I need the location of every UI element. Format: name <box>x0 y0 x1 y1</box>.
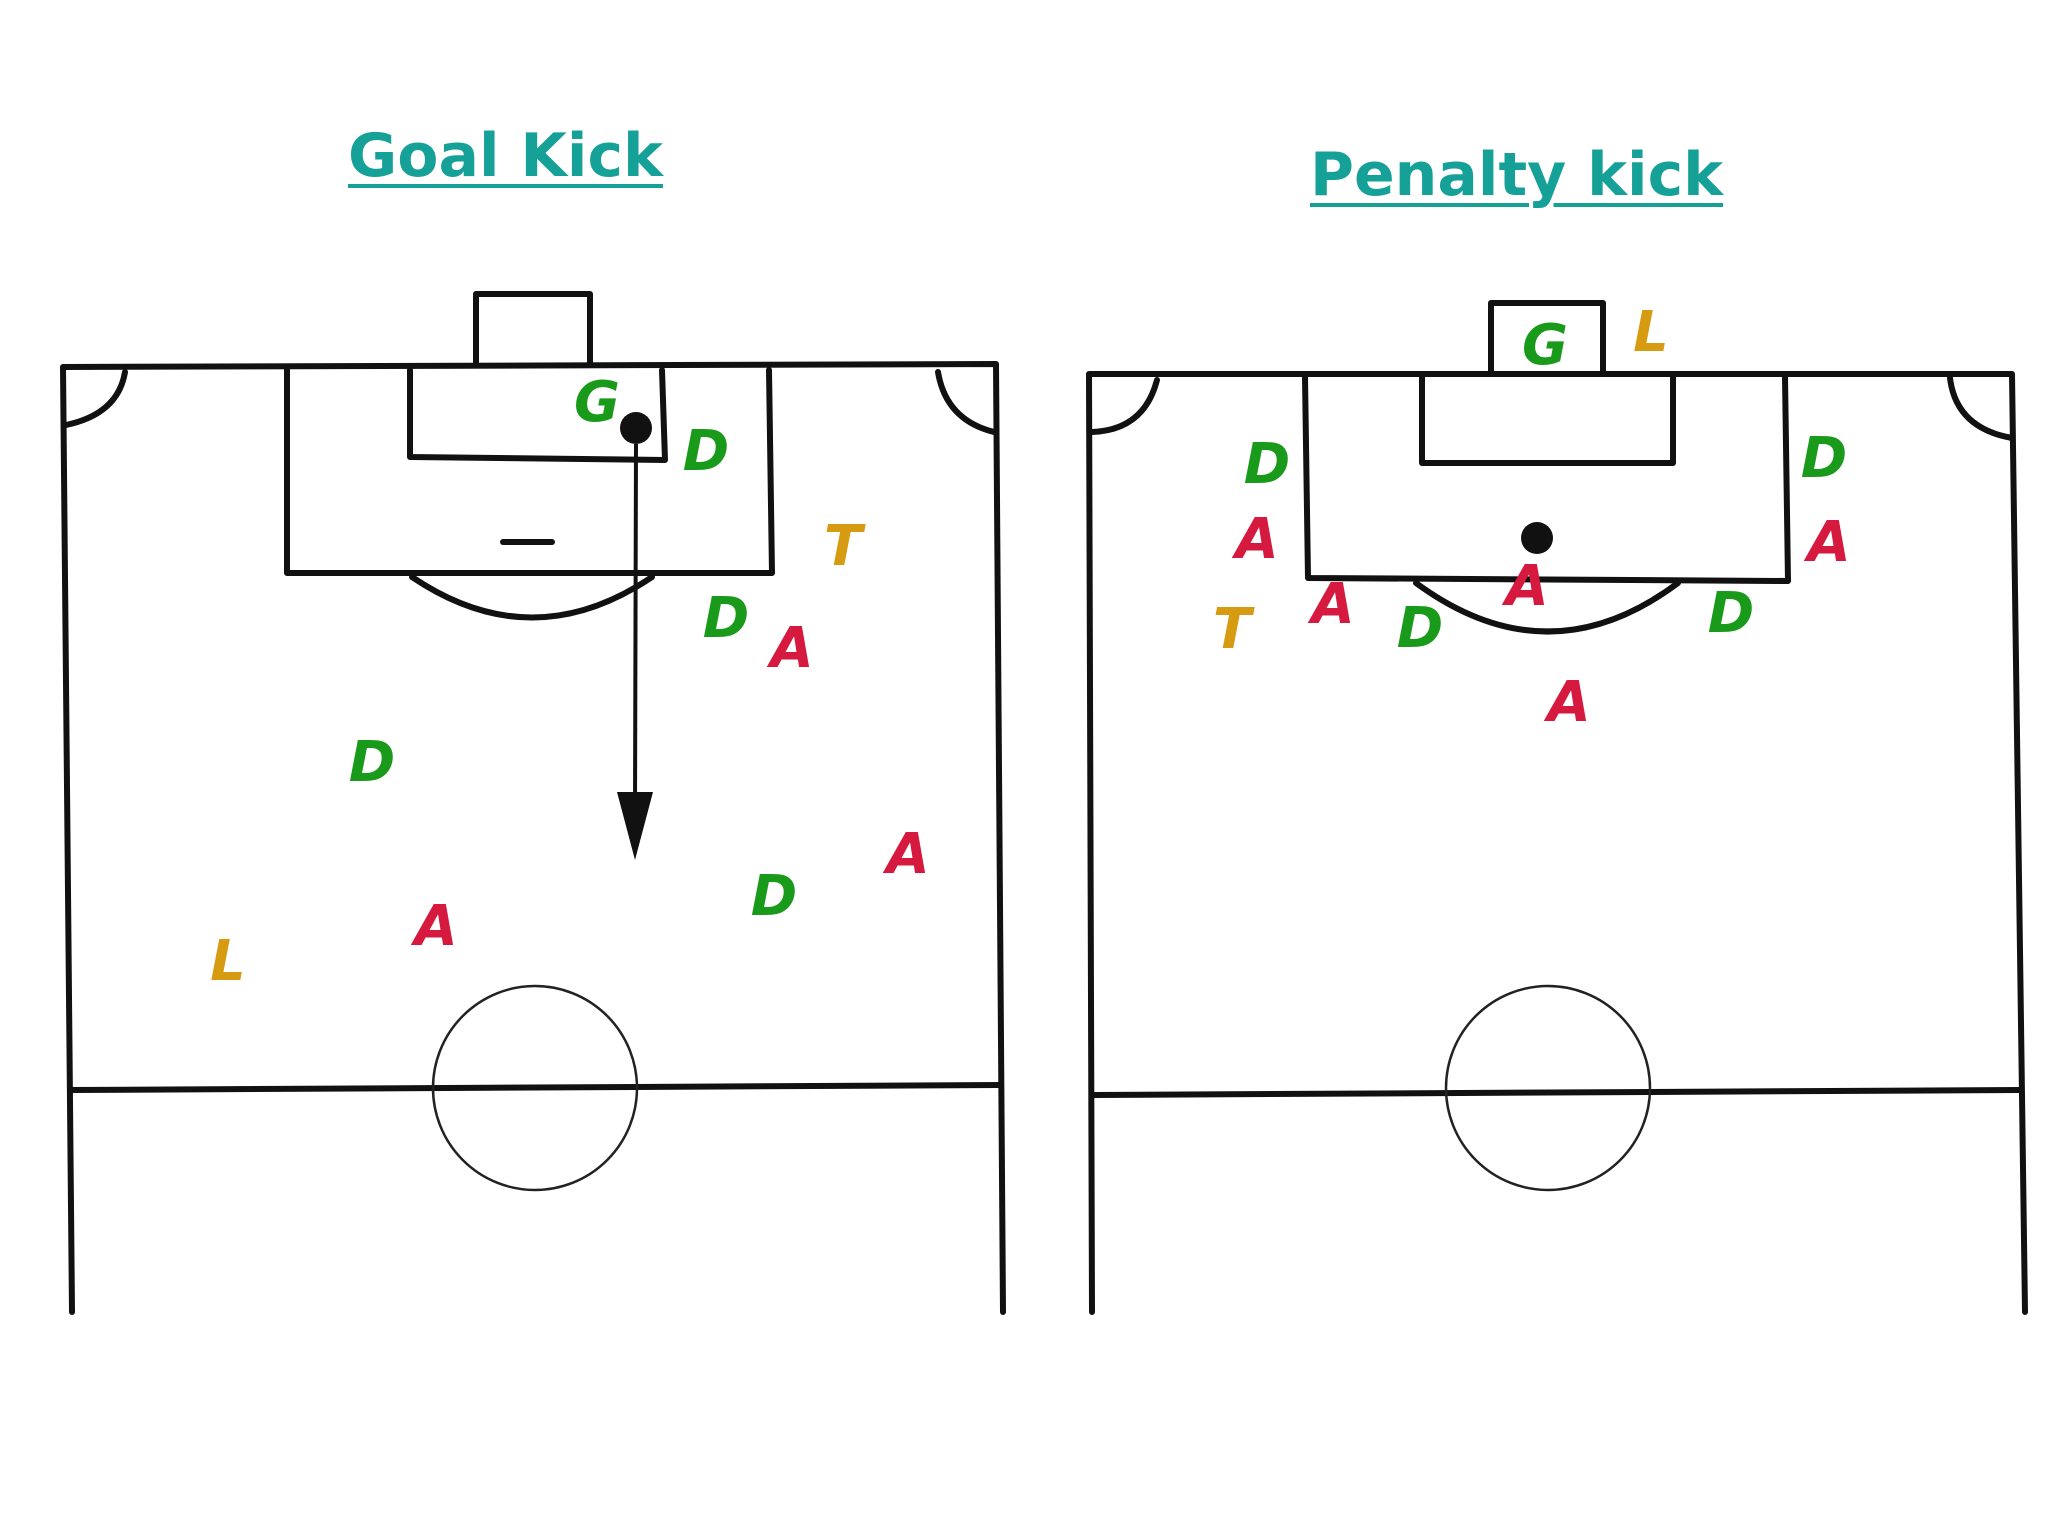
halfway-line <box>67 1082 1003 1093</box>
official-marker: L <box>210 929 246 994</box>
goal-kick-title: Goal Kick <box>348 121 663 191</box>
halfway-line <box>1091 1087 2023 1098</box>
penalty-area <box>284 367 775 576</box>
defender-marker: D <box>1708 581 1754 646</box>
ball-icon <box>1521 522 1553 554</box>
penalty-arc <box>409 574 655 621</box>
kick-arrow-head-icon <box>617 792 653 860</box>
goal-kick-players: G D T D A D A D A L <box>210 370 930 994</box>
penalty-area <box>1302 374 1791 584</box>
corner-arc-right <box>935 369 997 435</box>
attacker-marker: A <box>1803 510 1850 575</box>
center-circle <box>431 984 639 1192</box>
goal-area <box>407 367 668 463</box>
attacker-marker: A <box>410 894 457 959</box>
defender-marker: D <box>751 864 797 929</box>
field-outline <box>60 361 1006 1315</box>
goal-kick-field <box>60 291 1006 1315</box>
attacker-marker: A <box>1231 507 1278 572</box>
goal-frame <box>473 291 593 367</box>
field-outline <box>1086 371 2028 1315</box>
official-marker: L <box>1633 300 1669 365</box>
kick-arrow-line <box>633 443 638 809</box>
penalty-kick-players: G L D D A A A A T D D A <box>1213 300 1851 735</box>
goalkeeper-marker: G <box>1522 313 1568 378</box>
goal-frame <box>1488 300 1606 375</box>
defender-marker: D <box>1244 432 1290 497</box>
defender-marker: D <box>349 730 395 795</box>
corner-arc-left <box>63 369 128 428</box>
corner-arc-right <box>1947 375 2015 441</box>
attacker-marker: A <box>1501 554 1548 619</box>
defender-marker: D <box>703 586 749 651</box>
center-circle <box>1444 984 1652 1192</box>
penalty-kick-title: Penalty kick <box>1310 140 1724 210</box>
defender-marker: D <box>1801 426 1847 491</box>
penalty-kick-field <box>1086 300 2028 1315</box>
goalkeeper-marker: G <box>574 370 620 435</box>
defender-marker: D <box>1397 596 1443 661</box>
ball-icon <box>620 412 652 444</box>
defender-marker: D <box>683 419 729 484</box>
corner-arc-left <box>1089 377 1160 435</box>
attacker-marker: A <box>882 822 929 887</box>
goal-area <box>1419 374 1676 466</box>
attacker-marker: A <box>1543 670 1590 735</box>
official-marker: T <box>1213 597 1255 662</box>
attacker-marker: A <box>1307 572 1354 637</box>
official-marker: T <box>824 514 866 579</box>
penalty-arc <box>1413 580 1681 635</box>
attacker-marker: A <box>766 616 813 681</box>
